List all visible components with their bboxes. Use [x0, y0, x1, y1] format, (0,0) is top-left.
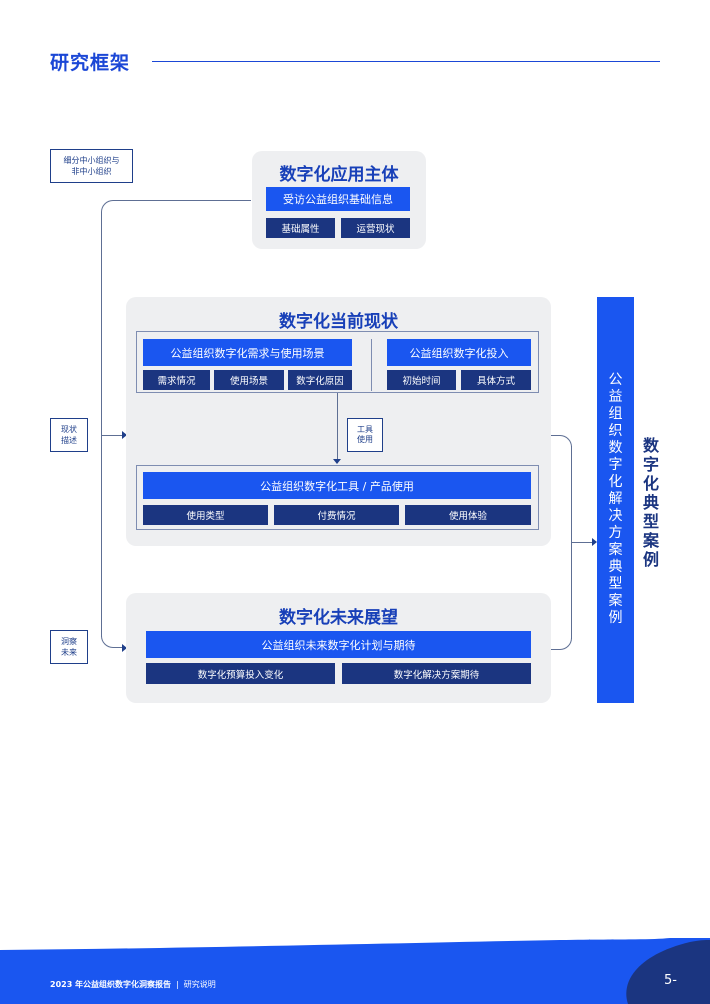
cases-side-text-char: 案	[642, 531, 659, 550]
future-bar: 公益组织未来数字化计划与期待	[146, 631, 531, 658]
invest-item-method: 具体方式	[461, 370, 531, 390]
connector-right-bottom	[551, 638, 572, 650]
future-item-solution: 数字化解决方案期待	[342, 663, 531, 684]
cases-bar-text-char: 典	[608, 559, 623, 575]
tools-item-type: 使用类型	[143, 505, 268, 525]
page-title: 研究框架	[50, 52, 131, 74]
arrow-to-cases	[592, 538, 597, 546]
panel-current	[126, 297, 551, 546]
cases-bar-text-char: 化	[608, 474, 623, 490]
footer-report: 2023 年公益组织数字化洞察报告	[50, 980, 172, 989]
cases-bar-text-char: 例	[608, 610, 623, 626]
panel-future-title: 数字化未来展望	[279, 608, 398, 628]
cases-bar-text-char: 案	[608, 593, 623, 609]
tools-bar: 公益组织数字化工具 / 产品使用	[143, 472, 531, 499]
tool-connector	[337, 393, 338, 459]
cases-side-text-char: 典	[642, 493, 659, 512]
page-number: 5-	[664, 973, 677, 988]
future-item-budget: 数字化预算投入变化	[146, 663, 335, 684]
cases-side-text-char: 化	[642, 474, 659, 493]
side-tag-insight-label: 洞察 未来	[61, 637, 77, 657]
cases-bar-text-char: 案	[608, 542, 623, 558]
needs-bar: 公益组织数字化需求与使用场景	[143, 339, 352, 366]
arrow-to-future	[122, 644, 127, 652]
tools-item-payment: 付费情况	[274, 505, 399, 525]
cases-bar-text-char: 益	[608, 389, 623, 405]
needs-item-scenario: 使用场景	[214, 370, 284, 390]
connector-left-vertical	[101, 213, 102, 637]
tools-item-experience: 使用体验	[405, 505, 531, 525]
cases-bar-text-char: 组	[608, 406, 623, 422]
side-tag-status: 现状 描述	[50, 418, 88, 452]
needs-invest-frame	[136, 331, 539, 393]
footer-text: 2023 年公益组织数字化洞察报告 | 研究说明	[50, 979, 216, 990]
footer-section: 研究说明	[183, 980, 216, 989]
cases-bar-text-char: 型	[608, 576, 623, 592]
cases-bar-text-char: 方	[608, 525, 623, 541]
cases-side-text-char: 字	[642, 455, 659, 474]
panel-entity-title: 数字化应用主体	[279, 165, 399, 185]
tool-tag: 工具 使用	[347, 418, 383, 452]
connector-right-top	[551, 435, 572, 447]
needs-item-reason: 数字化原因	[288, 370, 352, 390]
arrow-to-tools	[333, 459, 341, 464]
cases-side-text-char: 数	[642, 436, 659, 455]
entity-item-operation: 运营现状	[341, 218, 410, 238]
cases-bar-text-char: 织	[608, 423, 623, 439]
cases-bar-text-char: 公	[608, 372, 623, 388]
cases-side-text: 数字化典型案例	[640, 436, 662, 569]
cases-bar-text-char: 字	[608, 457, 623, 473]
needs-item-demand: 需求情况	[143, 370, 210, 390]
entity-item-basic: 基础属性	[266, 218, 335, 238]
cases-bar-text-char: 决	[608, 508, 623, 524]
cases-bar-text-char: 解	[608, 491, 623, 507]
side-tag-status-label: 现状 描述	[61, 425, 77, 445]
panel-current-title: 数字化当前现状	[279, 312, 398, 332]
side-tag-segment: 细分中小组织与 非中小组织	[50, 149, 133, 183]
cases-bar	[597, 297, 634, 703]
connector-to-current	[101, 435, 122, 436]
invest-item-start: 初始时间	[387, 370, 456, 390]
cases-side-text-char: 例	[642, 550, 659, 569]
connector-top	[101, 200, 251, 214]
title-rule	[152, 61, 660, 62]
side-tag-insight: 洞察 未来	[50, 630, 88, 664]
invest-bar: 公益组织数字化投入	[387, 339, 531, 366]
footer-separator: |	[176, 980, 179, 989]
cases-side-text-char: 型	[642, 512, 659, 531]
tools-frame	[136, 465, 539, 530]
side-tag-segment-label: 细分中小组织与 非中小组织	[63, 156, 120, 176]
connector-to-cases	[571, 542, 592, 543]
entity-bar: 受访公益组织基础信息	[266, 187, 410, 211]
needs-invest-divider	[371, 339, 372, 391]
tool-tag-label: 工具 使用	[357, 425, 373, 444]
cases-bar-text: 公益组织数字化解决方案典型案例	[597, 372, 634, 627]
connector-bottom	[101, 636, 123, 648]
arrow-to-current	[122, 431, 127, 439]
cases-bar-text-char: 数	[608, 440, 623, 456]
footer-wave	[0, 938, 710, 1004]
